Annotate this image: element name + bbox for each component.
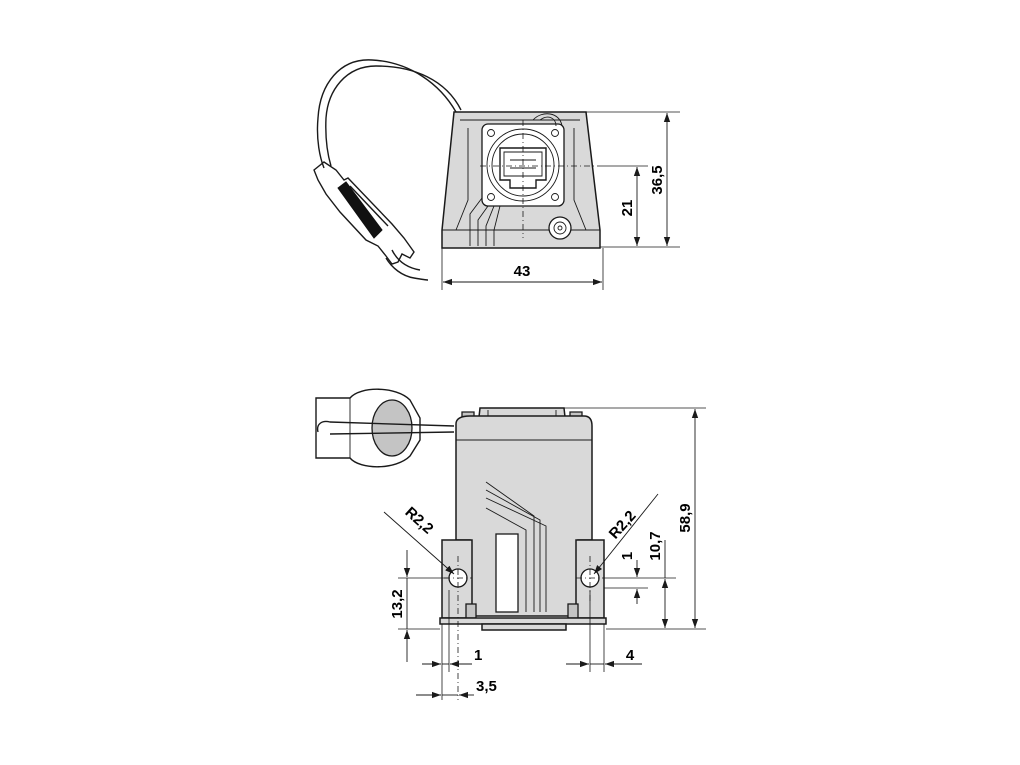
dust-cap-clip bbox=[313, 161, 415, 265]
dim-side-height-total: 58,9 bbox=[677, 503, 694, 532]
dim-right-offset: 4 bbox=[626, 647, 635, 664]
dim-side-hole-offset: 1 bbox=[619, 552, 636, 560]
locking-screw-icon bbox=[548, 216, 572, 240]
label-window bbox=[495, 533, 519, 613]
dim-front-height-center: 21 bbox=[619, 200, 636, 217]
dim-left-offset-small: 1 bbox=[474, 647, 482, 664]
dim-front-width: 43 bbox=[514, 263, 531, 280]
front-view-dimensions: 36,5 21 43 bbox=[441, 111, 680, 290]
dim-front-height-total: 36,5 bbox=[649, 165, 666, 194]
dust-cap-seal bbox=[337, 181, 383, 239]
dim-left-hole-height: 13,2 bbox=[389, 589, 406, 618]
dim-right-radius: R2,2 bbox=[606, 508, 640, 543]
dust-cap bbox=[315, 388, 421, 468]
rj45-port bbox=[499, 147, 547, 189]
side-view bbox=[315, 388, 607, 700]
tether-cable bbox=[316, 59, 457, 169]
dim-left-offset-large: 3,5 bbox=[476, 678, 497, 695]
front-view bbox=[313, 59, 601, 281]
dim-side-hole-height: 10,7 bbox=[647, 531, 664, 560]
